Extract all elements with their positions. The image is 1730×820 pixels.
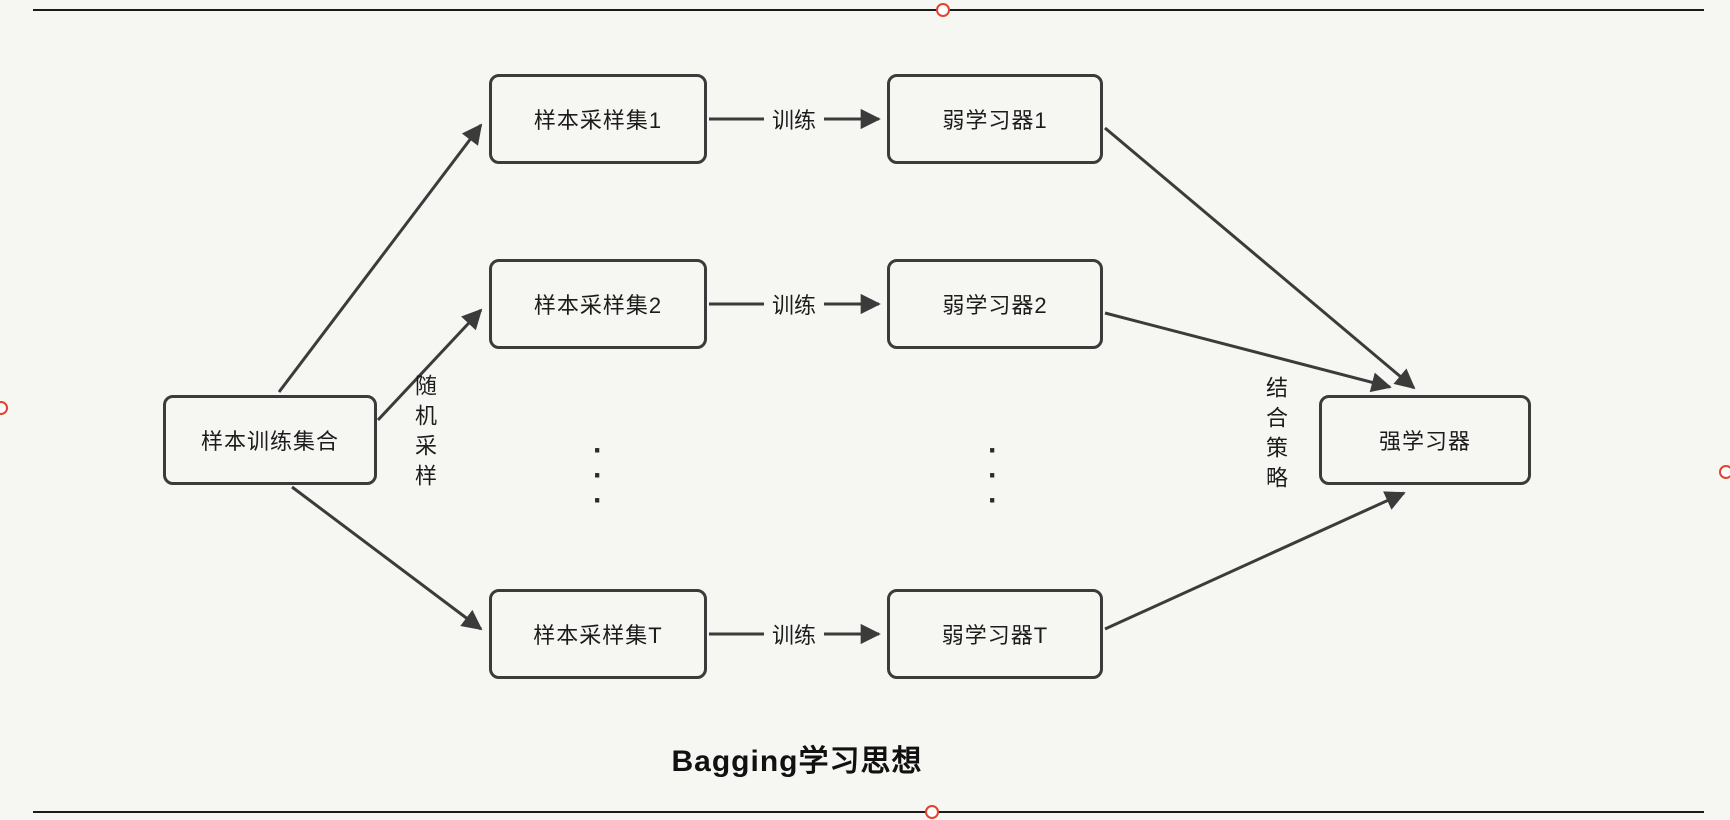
- strong-learner-box: 强学习器: [1319, 395, 1531, 485]
- sample-set-T-box: 样本采样集T: [489, 589, 707, 679]
- arrow-learner1-to-strong: [1104, 126, 1416, 390]
- selection-handle-right[interactable]: [1719, 465, 1730, 479]
- sample-set-2-box: 样本采样集2: [489, 259, 707, 349]
- ellipsis-sample-column: · · ·: [593, 434, 603, 517]
- random-sampling-label: 随机采样: [412, 374, 437, 494]
- arrow-learnerT-to-strong: [1104, 491, 1406, 631]
- arrow-source-to-sample1: [277, 123, 483, 393]
- selection-handle-top[interactable]: [936, 3, 950, 17]
- weak-learner-1-box: 弱学习器1: [887, 74, 1103, 164]
- selection-handle-bottom[interactable]: [925, 805, 939, 819]
- train-label-2: 训练: [763, 288, 825, 320]
- combine-strategy-label: 结合策略: [1263, 376, 1288, 496]
- arrow-source-to-sampleT: [291, 485, 483, 631]
- train-label-T: 训练: [763, 618, 825, 650]
- selection-handle-left[interactable]: [0, 401, 8, 415]
- sample-training-set-box: 样本训练集合: [163, 395, 377, 485]
- diagram-title: Bagging学习思想: [671, 745, 923, 778]
- ellipsis-learner-column: · · ·: [988, 434, 998, 517]
- sample-set-1-box: 样本采样集1: [489, 74, 707, 164]
- train-label-1: 训练: [763, 103, 825, 135]
- weak-learner-T-box: 弱学习器T: [887, 589, 1103, 679]
- arrow-source-to-sample2: [376, 308, 483, 422]
- weak-learner-2-box: 弱学习器2: [887, 259, 1103, 349]
- arrow-learner2-to-strong: [1104, 311, 1392, 393]
